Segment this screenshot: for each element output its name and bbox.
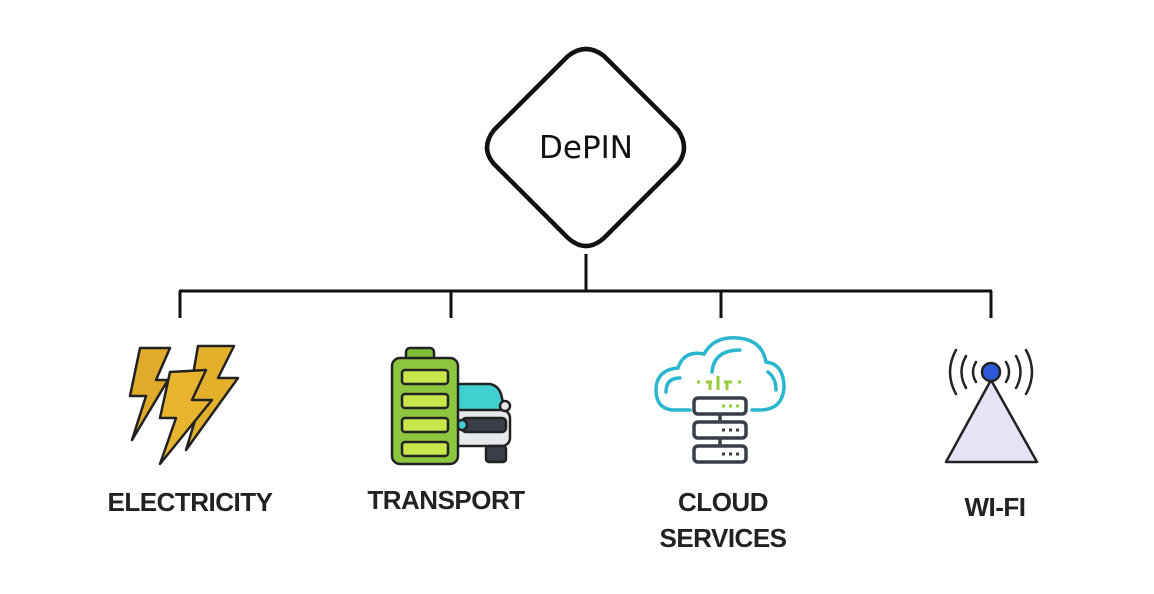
label-transport: TRANSPORT	[367, 485, 525, 515]
cloud-inner-arc-left	[664, 376, 682, 394]
root-node: DePIN	[484, 46, 687, 249]
lightning-bolts-icon	[128, 344, 240, 466]
bolt-front	[158, 368, 214, 466]
label-electricity: ELECTRICITY	[108, 487, 273, 517]
cloud-network-dots	[697, 376, 741, 390]
battery-car-icon	[390, 346, 512, 466]
cloud-outline	[654, 336, 786, 412]
wifi-waves	[948, 348, 1034, 396]
wifi-tower-icon	[944, 348, 1039, 464]
root-diamond	[484, 46, 687, 249]
server-stack	[692, 396, 748, 464]
label-cloud-line1: CLOUD	[678, 487, 768, 517]
car-mirror	[498, 399, 512, 413]
tower-triangle	[944, 378, 1039, 464]
connectors	[178, 254, 993, 318]
cloud-inner-arc-right	[766, 370, 778, 392]
label-wifi: WI-FI	[964, 492, 1025, 522]
label-cloud-line2: SERVICES	[659, 523, 786, 553]
server-lights	[722, 404, 740, 456]
cloud-inner-arc-mid	[710, 348, 742, 374]
car-grille	[460, 416, 508, 434]
car-wheel	[484, 444, 508, 464]
cloud-server-icon	[654, 336, 786, 464]
car-window	[450, 382, 506, 414]
root-label: DePIN	[539, 130, 633, 166]
bolt-back-left	[128, 346, 172, 442]
battery-cell-3	[400, 416, 450, 434]
battery-cell-2	[400, 392, 450, 410]
battery-cell-1	[400, 368, 450, 386]
wifi-signal-dot	[980, 361, 1002, 383]
battery-cell-4	[400, 440, 450, 458]
